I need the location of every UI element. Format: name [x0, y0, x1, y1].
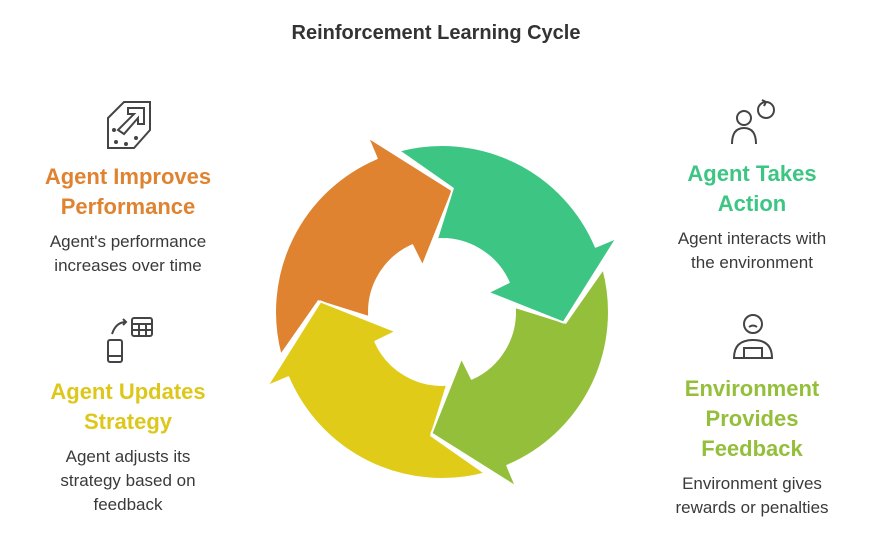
step-title-line: Agent Takes	[687, 161, 817, 186]
step-desc-line: Agent interacts with	[677, 229, 827, 248]
step-desc-line: rewards or penalties	[675, 498, 829, 517]
step-title-line: Performance	[60, 194, 196, 219]
step-title-line: Strategy	[83, 409, 173, 434]
step-title-line: Agent Updates	[50, 379, 206, 404]
step-desc-line: Agent adjusts its	[65, 447, 191, 466]
step-desc-line: increases over time	[54, 256, 202, 275]
growth-arrow-icon	[106, 100, 152, 150]
arrow-agent-takes-action	[397, 144, 618, 324]
arrow-agent-updates-strategy	[266, 300, 487, 480]
step-title-line: Agent Improves	[44, 164, 212, 189]
step-desc-line: Agent's performance	[49, 232, 207, 251]
step-desc-line: feedback	[93, 495, 163, 514]
step-title-line: Environment	[684, 376, 820, 401]
step-title-line: Feedback	[701, 436, 803, 461]
person-podium-icon	[730, 312, 776, 360]
device-table-icon	[106, 316, 156, 364]
step-desc-line: Environment gives	[682, 474, 822, 493]
diagram-title: Reinforcement Learning Cycle	[291, 22, 581, 44]
step-title-line: Provides	[705, 406, 799, 431]
step-title-line: Action	[717, 191, 787, 216]
arrow-agent-improves	[274, 136, 454, 357]
step-desc-line: the environment	[691, 253, 813, 272]
arrow-environment-feedback	[430, 267, 610, 488]
person-rotate-icon	[728, 96, 778, 146]
step-desc-line: strategy based on	[60, 471, 196, 490]
